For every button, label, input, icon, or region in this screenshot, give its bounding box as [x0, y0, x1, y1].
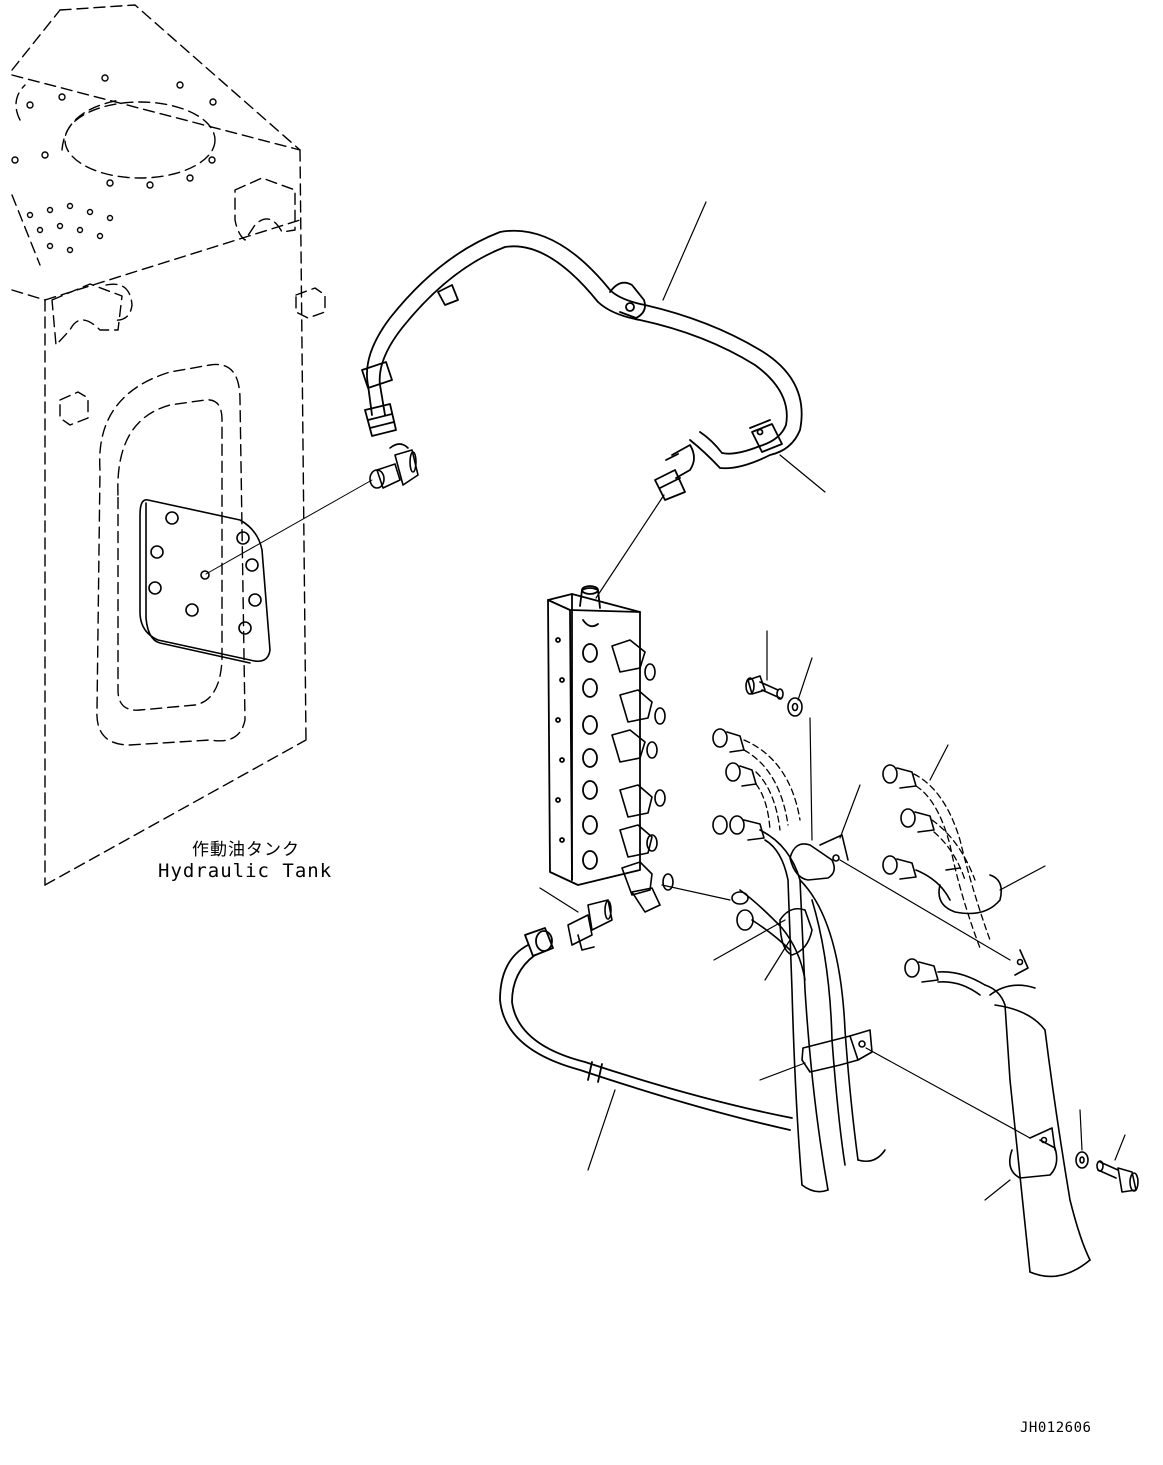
washer-upper [787, 697, 803, 717]
lower-loop-hose [499, 927, 793, 1171]
manifold-elbow-fittings [611, 639, 674, 913]
bolt-lower [1096, 1160, 1139, 1193]
tank-bolt-holes [11, 74, 217, 254]
tank-flange-plate [139, 479, 373, 664]
bolt-upper [745, 675, 784, 700]
washer-lower [1075, 1151, 1089, 1169]
tank-adapter-fitting [369, 443, 419, 489]
middle-leader-lines [713, 630, 1031, 1139]
right-leader-lines [929, 744, 1126, 1201]
tank-label-japanese: 作動油タンク [192, 840, 300, 860]
leader-lines [595, 201, 826, 599]
upper-hose [361, 229, 803, 501]
hydraulic-tank [11, 4, 326, 886]
tee-fitting [539, 887, 613, 951]
tank-label-english: Hydraulic Tank [158, 860, 333, 882]
right-hose-bundle [882, 764, 1091, 1278]
middle-hose-bundle [661, 728, 886, 1193]
drawing-code: JH012606 [1020, 1420, 1092, 1436]
manifold-block [547, 585, 641, 886]
